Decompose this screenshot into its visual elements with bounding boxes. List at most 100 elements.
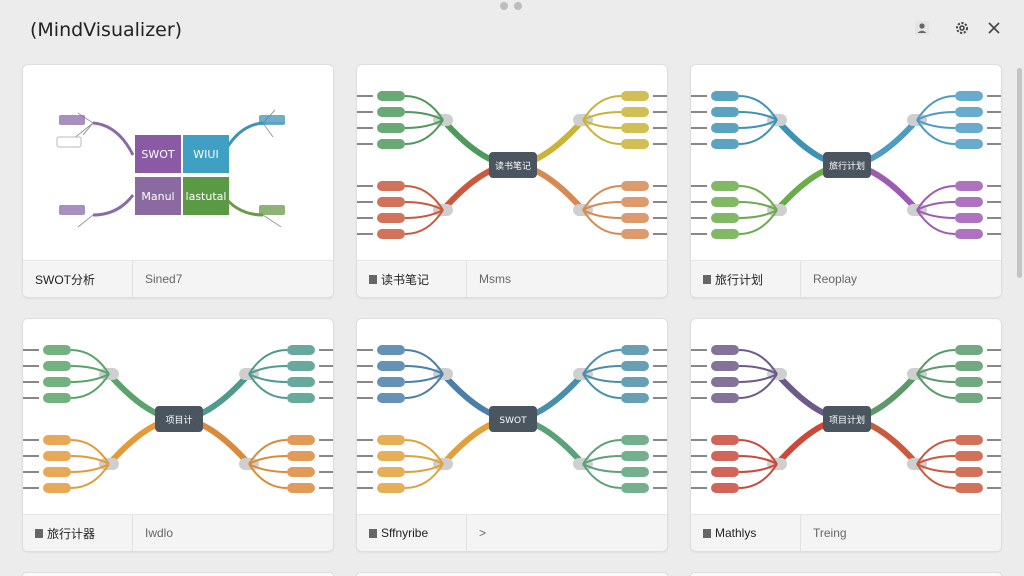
leaf-node [711, 107, 739, 117]
leaf-node [955, 107, 983, 117]
leaf-node [287, 361, 315, 371]
leaf-node [711, 181, 739, 191]
leaf-node [287, 435, 315, 445]
branch-node [259, 205, 285, 215]
document-icon [35, 528, 43, 538]
leaf-node [711, 361, 739, 371]
leaf-node [955, 139, 983, 149]
center-node-label: 读书笔记 [495, 160, 531, 172]
leaf-node [43, 345, 71, 355]
leaf-node [621, 467, 649, 477]
card-name: Mathlys [691, 515, 801, 551]
leaf-node [287, 377, 315, 387]
leaf-node [43, 361, 71, 371]
leaf-node [711, 197, 739, 207]
leaf-node [377, 197, 405, 207]
branch-node [259, 115, 285, 125]
swot-quadrant [135, 135, 181, 173]
leaf-node [711, 91, 739, 101]
branch-node [56, 136, 82, 148]
leaf-node [711, 377, 739, 387]
card-footer: 旅行计器 Iwdlo [23, 514, 333, 551]
leaf-node [621, 229, 649, 239]
leaf-node [377, 123, 405, 133]
leaf-node [377, 91, 405, 101]
document-icon [369, 528, 377, 538]
center-node-label: 项目计 [165, 414, 192, 426]
leaf-node [377, 229, 405, 239]
leaf-node [621, 435, 649, 445]
template-card[interactable]: 项目计旅行计器 Iwdlo [22, 318, 334, 552]
leaf-node [287, 345, 315, 355]
leaf-node [377, 435, 405, 445]
card-meta: Sined7 [145, 272, 183, 286]
template-thumbnail: SWOT [357, 319, 667, 516]
card-peek [690, 572, 1002, 576]
profile-icon [915, 21, 929, 35]
center-node [823, 406, 871, 432]
settings-button[interactable] [950, 16, 974, 40]
card-name-label: Sffnyribe [381, 526, 429, 540]
template-thumbnail: 读书笔记 [357, 65, 667, 262]
leaf-node [43, 483, 71, 493]
profile-button[interactable] [910, 16, 934, 40]
leaf-node [621, 213, 649, 223]
card-name-label: 读书笔记 [381, 272, 430, 287]
leaf-node [711, 467, 739, 477]
document-icon [703, 528, 711, 538]
leaf-node [287, 483, 315, 493]
card-peek [22, 572, 334, 576]
center-node [823, 152, 871, 178]
leaf-node [621, 91, 649, 101]
close-button[interactable] [982, 16, 1006, 40]
center-node [489, 406, 537, 432]
leaf-node [955, 377, 983, 387]
leaf-node [621, 345, 649, 355]
scrollbar-thumb[interactable] [1017, 68, 1022, 278]
swot-quadrant-label: lastutal [186, 190, 227, 203]
document-icon [369, 274, 377, 284]
center-node-label: SWOT [499, 416, 527, 426]
leaf-node [711, 435, 739, 445]
leaf-node [287, 467, 315, 477]
leaf-node [955, 181, 983, 191]
branch-node [59, 115, 85, 125]
swot-quadrant [135, 177, 181, 215]
leaf-node [955, 451, 983, 461]
swot-quadrant [183, 135, 229, 173]
leaf-node [287, 451, 315, 461]
template-thumbnail: 项目计划 [691, 319, 1001, 516]
app-title: (MindVisualizer) [30, 19, 183, 41]
swot-quadrant-label: WIUI [193, 148, 218, 161]
leaf-node [377, 483, 405, 493]
leaf-node [43, 377, 71, 387]
center-node [155, 406, 203, 432]
leaf-node [43, 467, 71, 477]
leaf-node [955, 91, 983, 101]
leaf-node [377, 361, 405, 371]
leaf-node [377, 451, 405, 461]
leaf-node [955, 213, 983, 223]
swot-quadrant-label: SWOT [141, 148, 175, 161]
leaf-node [621, 123, 649, 133]
center-node [489, 152, 537, 178]
leaf-node [955, 361, 983, 371]
window-drag-handle[interactable] [500, 2, 522, 10]
card-meta: Reoplay [813, 272, 858, 286]
leaf-node [377, 139, 405, 149]
leaf-node [711, 213, 739, 223]
document-icon [703, 274, 711, 284]
card-name-label: 旅行计器 [47, 526, 96, 541]
center-node-label: 旅行计划 [829, 160, 865, 172]
leaf-node [377, 377, 405, 387]
branch-node [59, 205, 85, 215]
card-meta: Iwdlo [145, 526, 174, 540]
